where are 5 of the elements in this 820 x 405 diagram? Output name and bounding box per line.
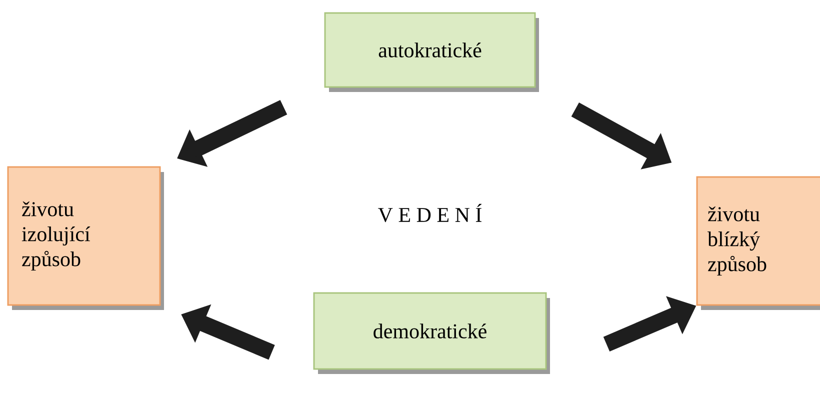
label-box: autokratické [324,12,539,92]
label-box: demokratické [313,292,550,374]
text-box: životu izolující způsob [7,166,164,310]
heading-text: V E D E N Í [378,204,482,222]
text-box: životu blízký způsob [696,176,820,310]
